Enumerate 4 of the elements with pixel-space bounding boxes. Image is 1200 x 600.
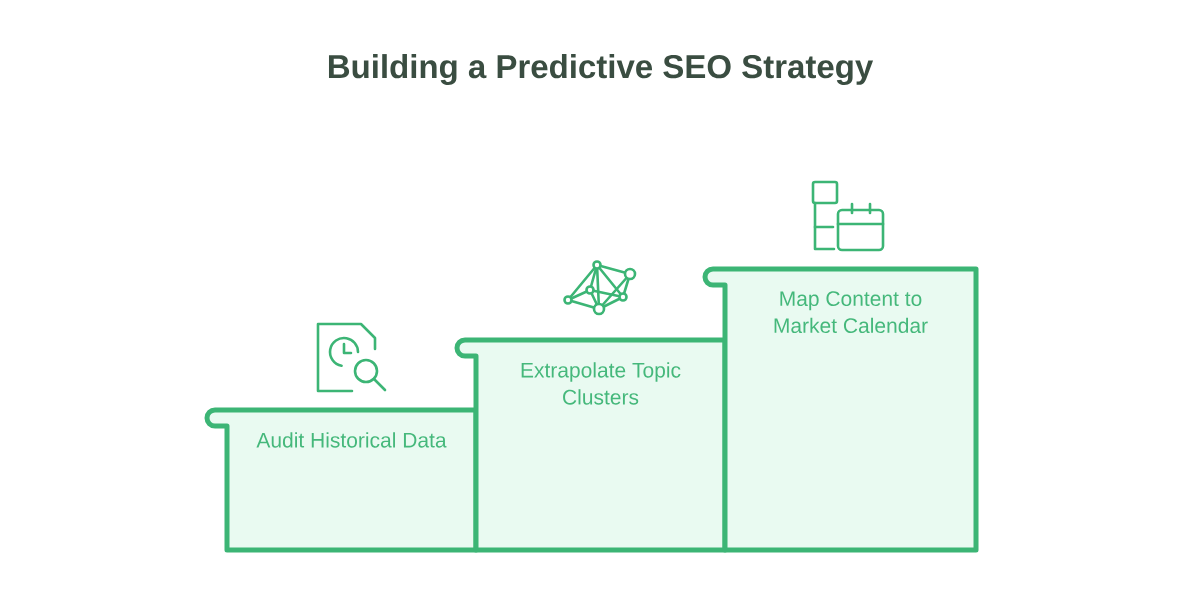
step-box: Audit Historical Data [204, 407, 479, 553]
title: Building a Predictive SEO Strategy [328, 54, 874, 85]
step-box: Map Content to Market Calendar [702, 266, 979, 553]
step-box: Extrapolate Topic Clusters [454, 337, 728, 553]
